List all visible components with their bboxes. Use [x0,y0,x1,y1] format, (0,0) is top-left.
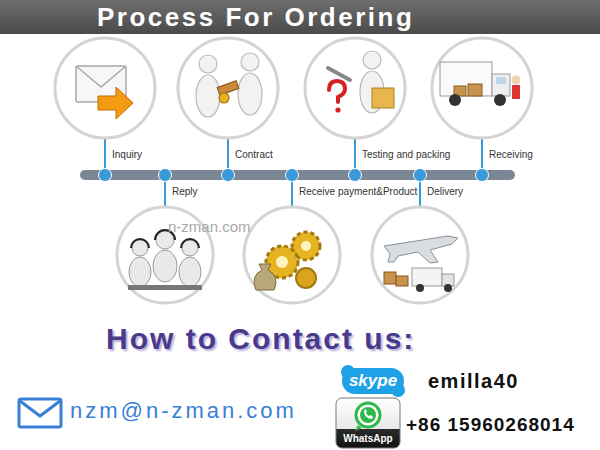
timeline-step: Receiving [430,36,536,175]
step-label: Inquiry [112,149,142,161]
timeline-bar [228,170,292,180]
timeline-bar [165,170,228,180]
support-team-icon [128,230,202,290]
skype-id: emilla40 [428,369,519,393]
timeline-bar [420,170,482,180]
timeline-dot [158,168,172,182]
handshake-figures [196,53,262,117]
timeline-bar [292,170,355,180]
contact-heading: How to Contact us: [106,321,415,357]
email-address: nzm@n-zman.com [70,398,297,424]
step-label: Contract [235,149,273,161]
truck-icon [440,62,521,106]
timeline-dot [413,168,427,182]
timeline-dot [348,168,362,182]
delivery-icon [384,236,458,292]
skype-logo [341,365,405,397]
step-label: Testing and packing [362,149,450,161]
step-label: Delivery [427,186,463,198]
timeline-step: Receive payment&Product [240,175,421,307]
timeline-dot [221,168,235,182]
step-circles [55,38,532,303]
timeline-step: Testing and packing [303,36,454,175]
timeline-step: Inquiry [53,36,157,175]
timeline-segment [355,175,420,176]
testing-figure [328,51,394,113]
step-label: Receive payment&Product [299,186,417,198]
timeline-segment [105,175,165,176]
timeline-bar [355,170,420,180]
timeline-step: Delivery [368,175,472,307]
timeline-segment [292,175,355,176]
step-label: Reply [172,186,198,198]
payment-icon [254,232,320,290]
step-label: Receiving [489,149,533,161]
watermark: n-zman.com [168,218,251,236]
timeline-bar [105,170,165,180]
timeline-dot [475,168,489,182]
title-banner [0,0,600,34]
page-title: Process For Ordering [97,2,414,32]
whatsapp-wordmark: WhatsApp [336,433,400,445]
skype-wordmark: skype [345,371,401,391]
email-icon [19,399,61,427]
timeline-step: Contract [176,36,280,175]
timeline-segment [228,175,292,176]
timeline-step: Reply [113,175,217,307]
timeline-dot [285,168,299,182]
envelope-icon [76,66,133,119]
stems [105,138,482,207]
timeline-dot [98,168,112,182]
whatsapp-logo [336,398,400,448]
timeline-segment [165,175,228,176]
timeline-segment [420,175,482,176]
phone-number: +86 15960268014 [406,413,575,436]
